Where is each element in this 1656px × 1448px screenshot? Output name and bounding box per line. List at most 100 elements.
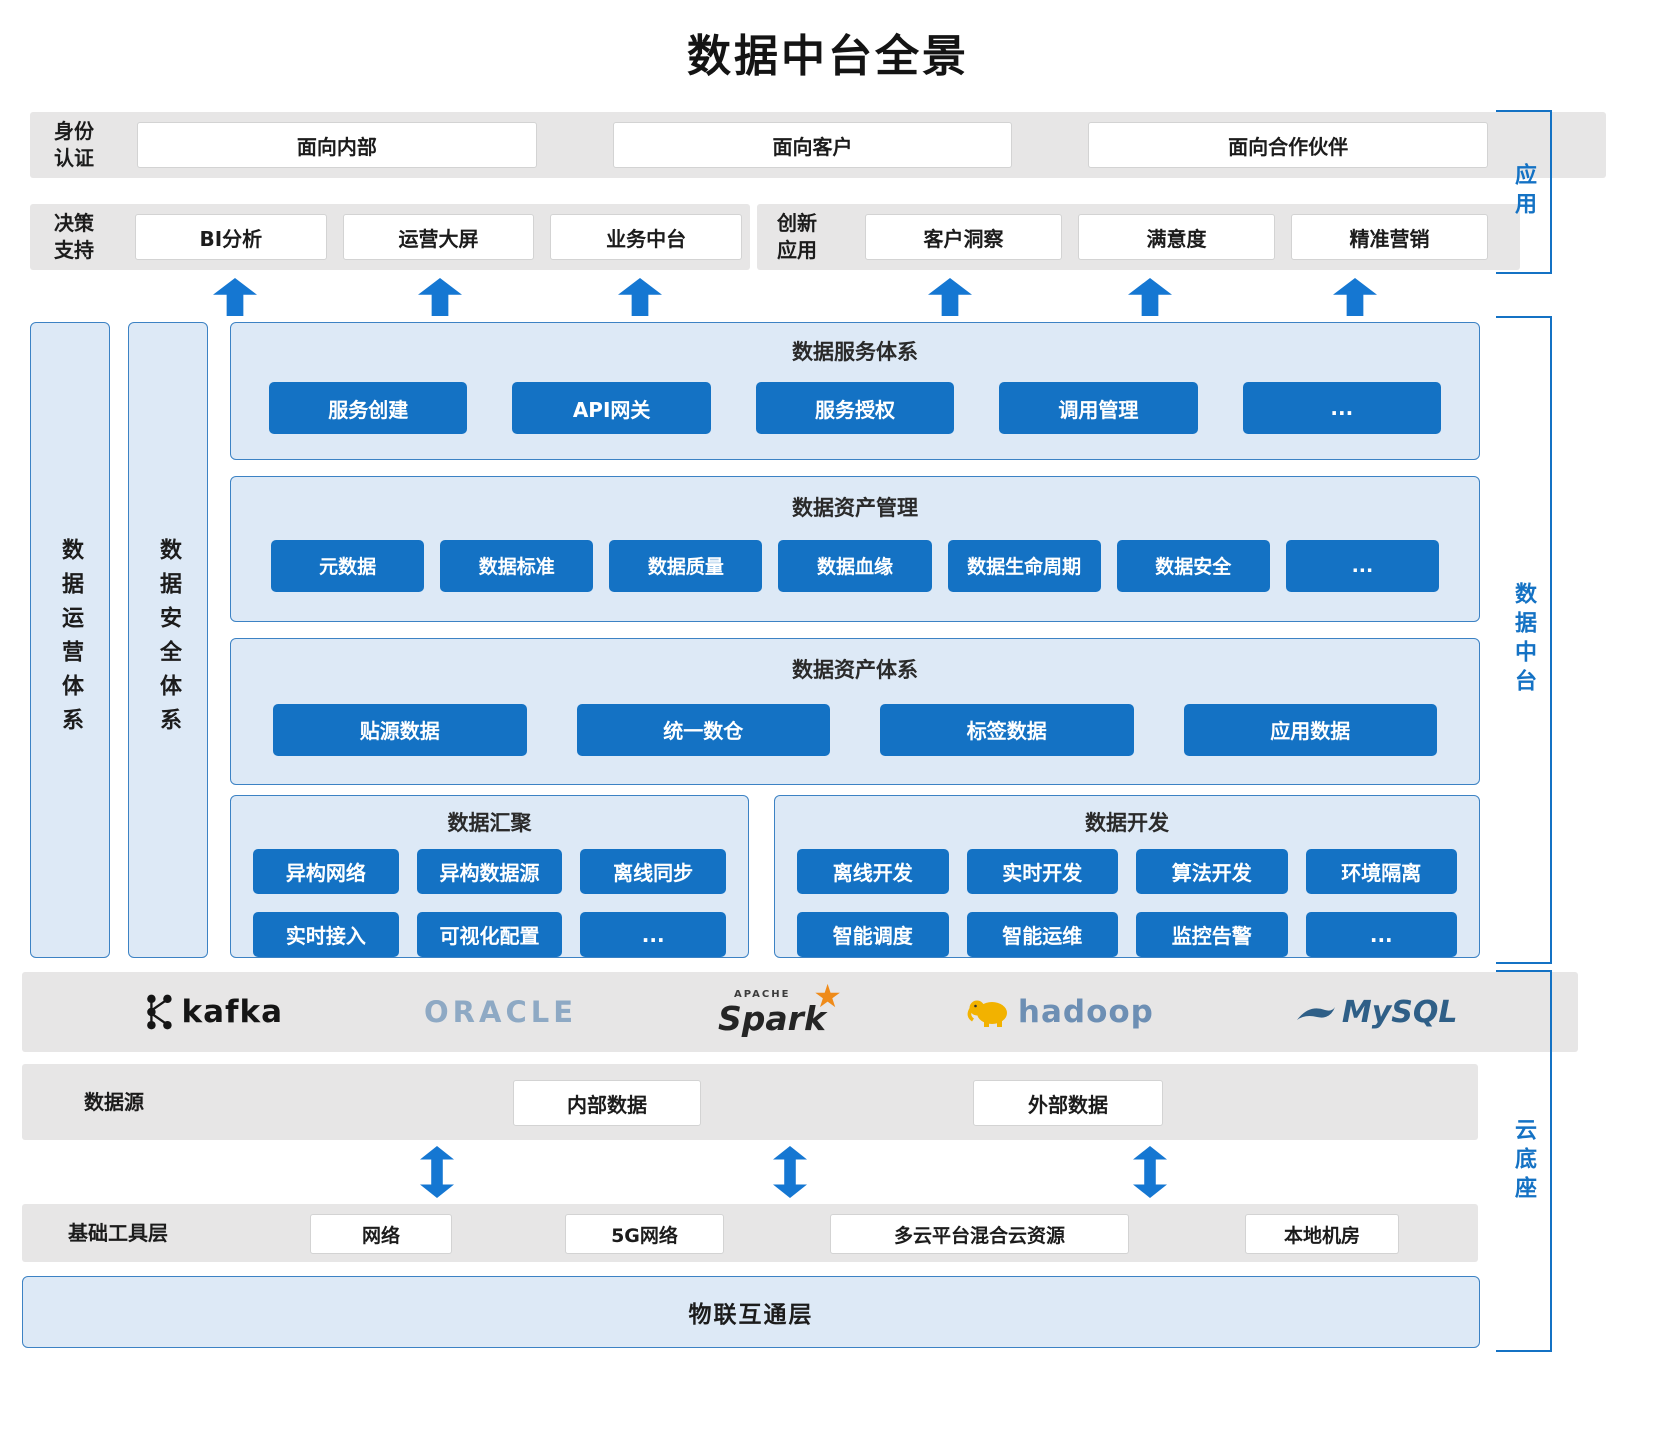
hadoop-logo-text: hadoop (1017, 994, 1154, 1030)
page-title: 数据中台全景 (687, 31, 969, 82)
mysql-logo-text: MySQL (1341, 994, 1458, 1030)
bracket-cloud-base: 云底座 (1496, 970, 1552, 1352)
section-data-asset-system: 数据资产体系 贴源数据 统一数仓 标签数据 应用数据 (230, 637, 1480, 785)
bracket-data-platform-label: 数据中台 (1511, 582, 1536, 698)
platform-main-column: 数据服务体系 服务创建 API网关 服务授权 调用管理 ... 数据资产管理 元… (230, 322, 1480, 958)
innovation-apps-bar: 创新应用 客户洞察 满意度 精准营销 (757, 204, 1520, 270)
node-precision-marketing: 精准营销 (1291, 214, 1488, 260)
section-data-service: 数据服务体系 服务创建 API网关 服务授权 调用管理 ... (230, 322, 1480, 460)
double-arrow-icon (773, 1146, 807, 1198)
aggregation-row-1: 异构网络 异构数据源 离线同步 (231, 849, 748, 894)
bracket-cloud-base-label: 云底座 (1511, 1117, 1536, 1205)
up-arrow-icon (418, 278, 462, 316)
section-data-development-title: 数据开发 (1085, 811, 1169, 835)
asset-system-chip-row: 贴源数据 统一数仓 标签数据 应用数据 (231, 703, 1479, 756)
development-row-2: 智能调度 智能运维 监控告警 ... (775, 912, 1479, 957)
kafka-logo: kafka (142, 990, 283, 1034)
node-smart-scheduling: 智能调度 (797, 912, 949, 957)
basic-tools-label: 基础工具层 (68, 1220, 168, 1245)
sidebar-data-operations-label: 数据运营体系 (58, 538, 83, 742)
node-satisfaction: 满意度 (1078, 214, 1275, 260)
node-service-create: 服务创建 (269, 382, 468, 434)
decision-support-bar: 决策支持 BI分析 运营大屏 业务中台 (30, 204, 750, 270)
data-platform-band: 数据运营体系 数据安全体系 数据服务体系 服务创建 API网关 服务授权 调用管… (30, 322, 1480, 958)
node-algorithm-dev: 算法开发 (1136, 849, 1288, 894)
service-chip-row: 服务创建 API网关 服务授权 调用管理 ... (231, 382, 1479, 434)
node-data-lifecycle: 数据生命周期 (947, 539, 1101, 592)
node-internal-data: 内部数据 (513, 1080, 701, 1126)
node-service-auth: 服务授权 (755, 382, 955, 434)
mysql-dolphin-icon (1296, 1007, 1335, 1020)
sidebar-data-security: 数据安全体系 (128, 322, 208, 958)
node-external-data: 外部数据 (973, 1080, 1163, 1126)
section-data-aggregation: 数据汇聚 异构网络 异构数据源 离线同步 实时接入 可视化配置 ... (230, 795, 749, 958)
node-network: 网络 (310, 1214, 452, 1254)
node-partner-facing: 面向合作伙伴 (1088, 122, 1489, 168)
node-local-datacenter: 本地机房 (1245, 1214, 1399, 1254)
node-metadata: 元数据 (271, 539, 425, 592)
section-data-development: 数据开发 离线开发 实时开发 算法开发 环境隔离 智能调度 智能运维 监控告警 … (774, 795, 1480, 958)
up-arrow-icon (1128, 278, 1172, 316)
double-arrow-icon (420, 1146, 454, 1198)
data-source-label: 数据源 (84, 1089, 144, 1114)
up-arrow-icon (213, 278, 257, 316)
node-hetero-network: 异构网络 (253, 849, 399, 894)
node-business-middle-platform: 业务中台 (550, 214, 743, 260)
node-visual-config: 可视化配置 (416, 912, 563, 957)
node-asset-mgmt-more: ... (1285, 539, 1439, 592)
platform-bottom-row: 数据汇聚 异构网络 异构数据源 离线同步 实时接入 可视化配置 ... 数据开发 (230, 795, 1480, 958)
node-ops-dashboard: 运营大屏 (342, 214, 535, 260)
up-arrow-icon (928, 278, 972, 316)
node-smart-ops: 智能运维 (966, 912, 1118, 957)
kafka-icon (147, 994, 173, 1030)
hadoop-logo: hadoop (967, 994, 1154, 1030)
node-data-lineage: 数据血缘 (778, 539, 932, 592)
asset-mgmt-chip-row: 元数据 数据标准 数据质量 数据血缘 数据生命周期 数据安全 ... (231, 539, 1479, 592)
kafka-logo-text: kafka (181, 994, 284, 1030)
oracle-logo-text: ORACLE (424, 995, 578, 1029)
tech-logos-bar: kafka ORACLE APACHE Spark ★ hadoop (22, 972, 1578, 1052)
section-data-aggregation-title: 数据汇聚 (447, 811, 532, 835)
spark-logo-text: Spark (718, 998, 826, 1038)
node-application-data: 应用数据 (1183, 703, 1437, 756)
spark-logo: APACHE Spark ★ (718, 977, 842, 1038)
node-unified-warehouse: 统一数仓 (576, 703, 830, 756)
node-env-isolation: 环境隔离 (1305, 849, 1457, 894)
identity-auth-label: 身份认证 (54, 119, 94, 170)
iot-interconnect-bar: 物联互通层 (22, 1276, 1480, 1348)
node-monitor-alert: 监控告警 (1136, 912, 1288, 957)
basic-tools-bar: 基础工具层 网络 5G网络 多云平台混合云资源 本地机房 (22, 1204, 1478, 1262)
double-arrow-icon (1133, 1146, 1167, 1198)
data-source-bar: 数据源 内部数据 外部数据 (22, 1064, 1478, 1140)
node-call-management: 调用管理 (999, 382, 1198, 434)
section-data-service-title: 数据服务体系 (792, 340, 918, 364)
node-data-security: 数据安全 (1116, 539, 1270, 592)
node-source-data: 贴源数据 (273, 703, 527, 756)
sidebar-data-security-label: 数据安全体系 (156, 538, 181, 742)
node-5g-network: 5G网络 (565, 1214, 724, 1254)
bracket-application-label: 应用 (1511, 163, 1536, 221)
node-api-gateway: API网关 (512, 382, 711, 434)
sidebar-data-operations: 数据运营体系 (30, 322, 110, 958)
hadoop-elephant-icon (967, 1000, 1007, 1027)
oracle-logo: ORACLE (424, 995, 577, 1029)
bracket-data-platform: 数据中台 (1496, 316, 1552, 964)
section-data-asset-system-title: 数据资产体系 (792, 657, 918, 682)
mysql-logo: MySQL (1295, 994, 1458, 1030)
bracket-application: 应用 (1496, 110, 1552, 274)
node-offline-sync: 离线同步 (580, 849, 727, 894)
section-data-asset-mgmt: 数据资产管理 元数据 数据标准 数据质量 数据血缘 数据生命周期 数据安全 ..… (230, 475, 1480, 622)
node-service-more: ... (1242, 382, 1442, 434)
node-data-standard: 数据标准 (440, 539, 594, 592)
node-development-more: ... (1305, 912, 1457, 957)
node-hetero-datasource: 异构数据源 (416, 849, 563, 894)
identity-auth-bar: 身份认证 面向内部 面向客户 面向合作伙伴 (30, 112, 1606, 178)
node-bi-analysis: BI分析 (135, 214, 327, 260)
up-arrow-icon (1333, 278, 1377, 316)
aggregation-row-2: 实时接入 可视化配置 ... (231, 912, 748, 957)
node-aggregation-more: ... (580, 912, 727, 957)
node-data-quality: 数据质量 (609, 539, 763, 592)
node-offline-dev: 离线开发 (797, 849, 949, 894)
section-data-asset-mgmt-title: 数据资产管理 (792, 495, 918, 520)
